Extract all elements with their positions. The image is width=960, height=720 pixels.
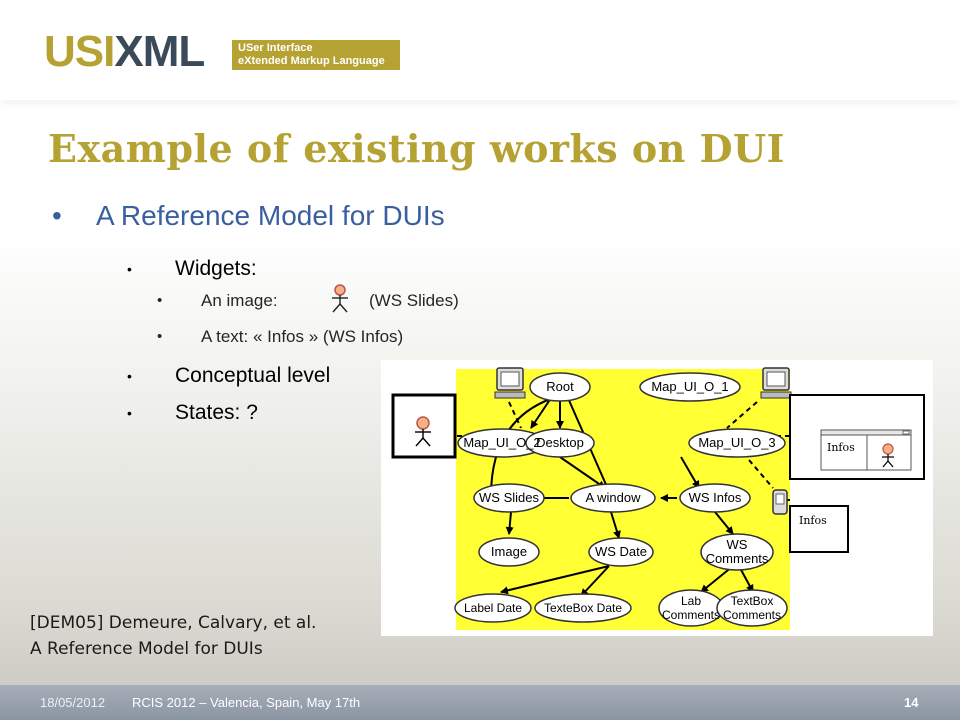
label-desktop: Desktop	[536, 435, 584, 450]
bullet-dot: •	[127, 368, 132, 384]
label-textbox-comments-2: Comments	[723, 608, 781, 622]
bullet-text: Widgets:	[175, 257, 257, 280]
usixml-logo: USIXML	[44, 27, 205, 76]
graph-labels: Root Map_UI_O_1 Map_UI_O_2 Desktop Map_U…	[463, 379, 781, 622]
node-map-ui-o-3	[688, 428, 786, 458]
label-ws-comments-2: Comments	[706, 551, 769, 566]
pda-icon	[772, 489, 788, 515]
node-ws-slides	[473, 483, 545, 513]
label-root: Root	[546, 379, 574, 394]
citation: [DEM05] Demeure, Calvary, et al. A Refer…	[30, 610, 316, 662]
bullet-text: States: ?	[175, 401, 258, 424]
monitor-icon	[760, 367, 792, 399]
footer-page-number: 14	[904, 695, 919, 710]
infos-window-label: Infos	[827, 441, 855, 454]
infos-text-box: Infos	[789, 505, 849, 553]
logo-tagline-box: USer Interface eXtended Markup Language	[232, 40, 400, 70]
label-ws-slides: WS Slides	[479, 490, 539, 505]
graph-svg: Root Map_UI_O_1 Map_UI_O_2 Desktop Map_U…	[391, 367, 925, 627]
node-ws-date	[588, 537, 654, 567]
label-map-ui-o-2: Map_UI_O_2	[463, 435, 540, 450]
label-ws-date: WS Date	[595, 544, 647, 559]
bullet-dot: •	[157, 328, 163, 345]
citation-line-2: A Reference Model for DUIs	[30, 639, 263, 659]
label-map-ui-o-3: Map_UI_O_3	[698, 435, 775, 450]
node-textbox-date	[534, 593, 632, 623]
label-ws-infos: WS Infos	[689, 490, 742, 505]
node-ws-infos	[679, 483, 751, 513]
node-root	[529, 372, 591, 402]
bullet-dot: •	[52, 200, 62, 231]
bullet-text: A text: « Infos » (WS Infos)	[201, 327, 404, 346]
image-widget-box	[391, 393, 457, 459]
citation-line-1: [DEM05] Demeure, Calvary, et al.	[30, 613, 317, 633]
graph-nodes	[454, 372, 788, 627]
bullet-dot: •	[157, 292, 163, 309]
logo-tagline-2: eXtended Markup Language	[238, 55, 385, 67]
footer-conference: RCIS 2012 – Valencia, Spain, May 17th	[132, 695, 361, 710]
label-label-date: Label Date	[464, 601, 522, 615]
label-a-window: A window	[586, 490, 642, 505]
bullet-text: An image:	[201, 291, 278, 310]
footer-bar: 18/05/2012 RCIS 2012 – Valencia, Spain, …	[0, 685, 960, 720]
monitor-icon	[494, 367, 526, 399]
footer-date: 18/05/2012	[40, 695, 106, 710]
label-ws-comments-1: WS	[727, 537, 748, 552]
label-image: Image	[491, 544, 527, 559]
label-map-ui-o-1: Map_UI_O_1	[651, 379, 728, 394]
label-lab-comments-1: Lab	[681, 594, 701, 608]
node-ws-comments	[700, 533, 774, 571]
dui-reference-figure: Root Map_UI_O_1 Map_UI_O_2 Desktop Map_U…	[381, 360, 933, 636]
node-a-window	[570, 483, 656, 513]
logo-word-dark: XML	[114, 27, 205, 76]
node-image	[478, 537, 540, 567]
label-lab-comments-2: Comments	[662, 608, 720, 622]
bullet-suffix: (WS Slides)	[369, 291, 459, 310]
logo-tagline-1: USer Interface	[238, 42, 313, 54]
header-band	[0, 0, 960, 100]
bullet-text: Conceptual level	[175, 364, 331, 387]
label-textbox-date: TexteBox Date	[544, 601, 622, 615]
node-desktop	[525, 428, 595, 458]
bullet-dot: •	[127, 261, 132, 277]
label-textbox-comments-1: TextBox	[731, 594, 774, 608]
slide-title: Example of existing works on DUI	[48, 126, 785, 171]
node-map-ui-o-1	[639, 372, 741, 402]
node-textbox-comments	[716, 589, 788, 627]
infos-window: Infos	[789, 394, 925, 480]
person-icon	[332, 284, 348, 313]
bullet-dot: •	[127, 405, 132, 421]
logo-word-gold: USI	[44, 27, 115, 76]
infos-box-label: Infos	[799, 514, 827, 527]
bullet-text: A Reference Model for DUIs	[96, 200, 445, 231]
node-label-date	[454, 593, 532, 623]
